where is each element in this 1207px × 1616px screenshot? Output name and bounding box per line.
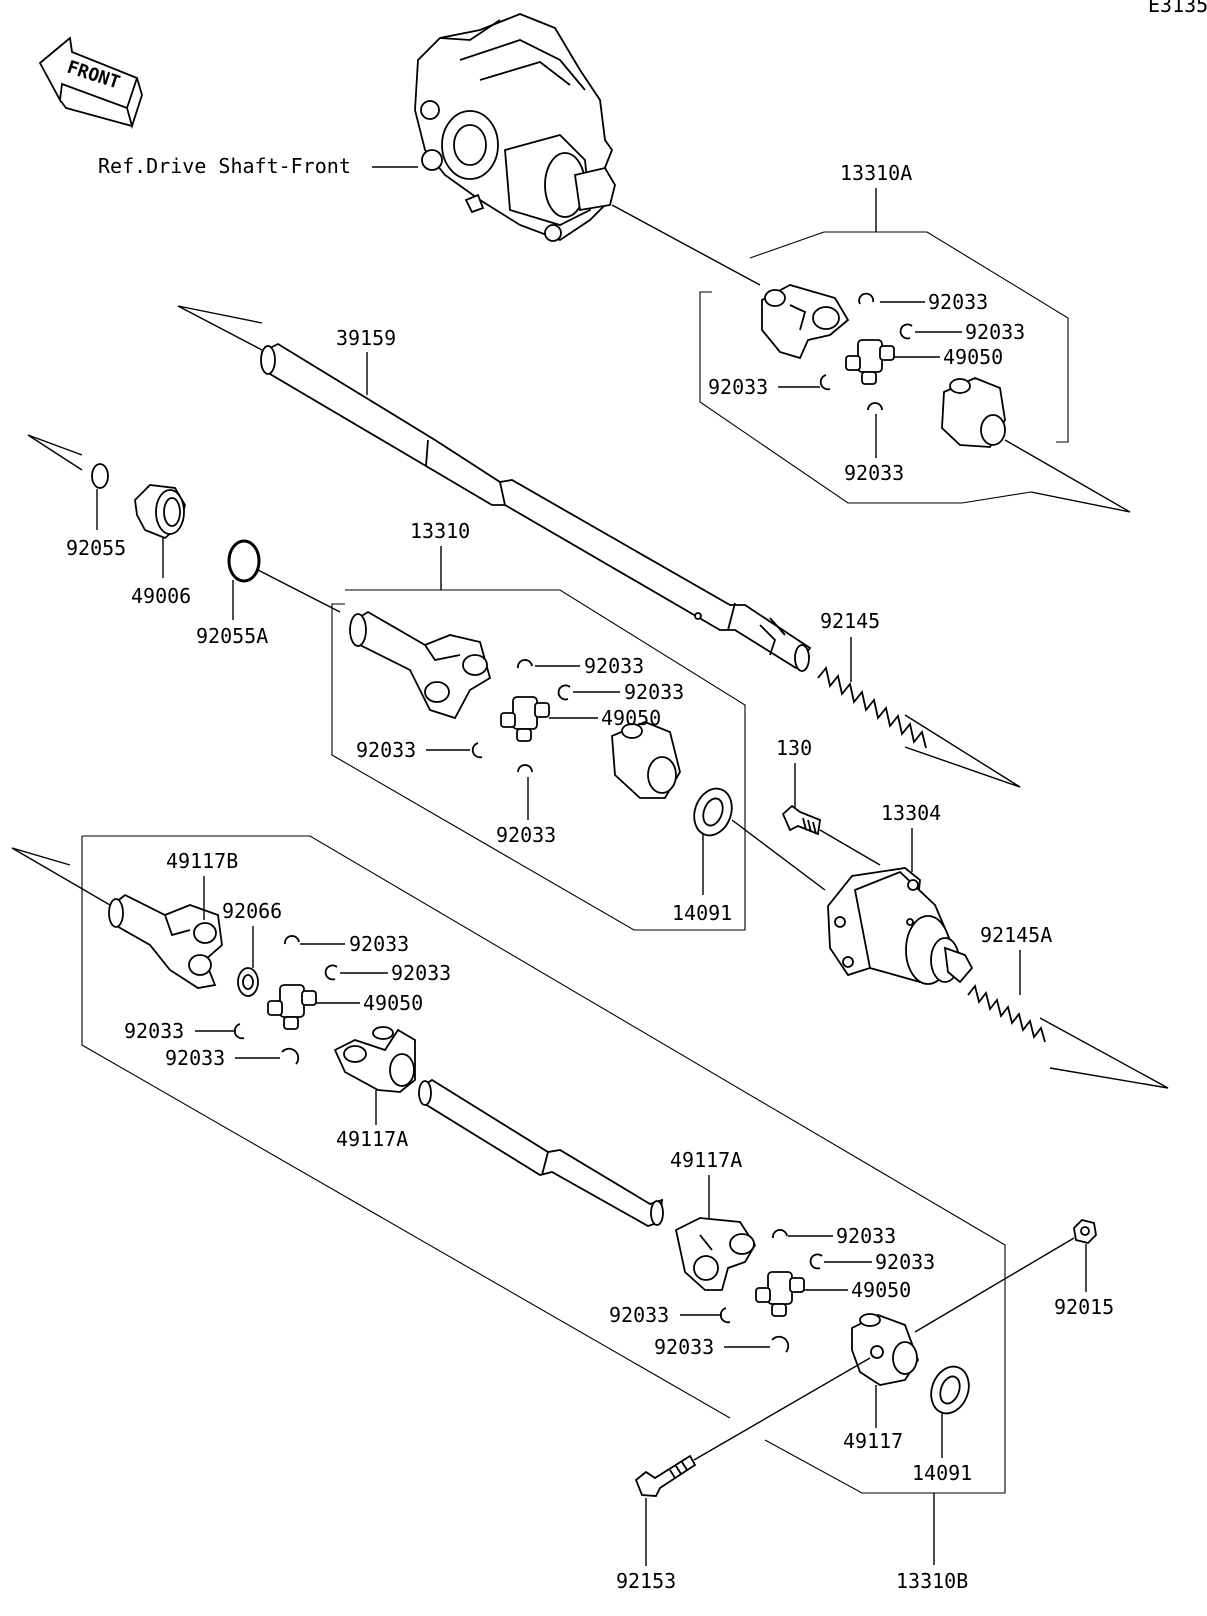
ref-drive-shaft-front-label: Ref.Drive Shaft-Front: [98, 154, 351, 178]
yoke-49117: [851, 1313, 920, 1386]
part-39159-label: 39159: [336, 326, 396, 350]
yoke-13310A-rear: [941, 377, 1006, 448]
part-14091-label: 14091: [672, 901, 732, 925]
cross-joint-13310B-2: [755, 1271, 805, 1317]
part-49006-label: 49006: [131, 584, 191, 608]
part-49117B-label: 49117B: [166, 849, 238, 873]
o-ring-92055: [91, 463, 109, 489]
part-92033-label: 92033: [654, 1335, 714, 1359]
bolt-130: [781, 804, 821, 836]
part-92033-label: 92033: [356, 738, 416, 762]
part-92033-label: 92033: [584, 654, 644, 678]
group-13310A-label: 13310A: [840, 161, 912, 185]
seal-49006: [134, 484, 186, 540]
spring-92145A: [967, 983, 1046, 1043]
part-92033-label: 92033: [124, 1019, 184, 1043]
part-92033-label: 92033: [836, 1224, 896, 1248]
part-92145A-label: 92145A: [980, 923, 1052, 947]
part-92033-label: 92033: [965, 320, 1025, 344]
part-92153-label: 92153: [616, 1569, 676, 1593]
part-13304-label: 13304: [881, 801, 941, 825]
spring-92145: [817, 665, 927, 749]
part-92033-label: 92033: [609, 1303, 669, 1327]
part-92145-label: 92145: [820, 609, 880, 633]
diagram-code: E3135: [1148, 0, 1207, 17]
part-92015-label: 92015: [1054, 1295, 1114, 1319]
shaft-39159: [260, 342, 812, 672]
bolt-92153: [634, 1454, 697, 1497]
part-49117A-label: 49117A: [670, 1148, 742, 1172]
yoke-49117A-right: [674, 1217, 757, 1291]
part-92055A-label: 92055A: [196, 624, 268, 648]
washer-14091-upper: [693, 787, 733, 837]
o-ring-92055A: [227, 539, 261, 583]
part-49050-label: 49050: [363, 991, 423, 1015]
washer-92066: [237, 967, 259, 997]
part-92033-label: 92033: [496, 823, 556, 847]
cross-joint-13310B-1: [267, 984, 317, 1030]
group-13310-label: 13310: [410, 519, 470, 543]
part-49117A-label: 49117A: [336, 1127, 408, 1151]
part-92033-label: 92033: [349, 932, 409, 956]
part-49050-label: 49050: [851, 1278, 911, 1302]
part-92066-label: 92066: [222, 899, 282, 923]
part-92033-label: 92033: [928, 290, 988, 314]
yoke-tube-13310: [349, 610, 492, 720]
group-13310B-label: 13310B: [896, 1569, 968, 1593]
part-49117-label: 49117: [843, 1429, 903, 1453]
shaft-13310B: [418, 1078, 664, 1227]
part-92033-label: 92033: [165, 1046, 225, 1070]
part-92033-label: 92033: [708, 375, 768, 399]
yoke-13310-rear: [611, 721, 681, 799]
cross-joint-13310: [500, 696, 550, 742]
part-49050-label: 49050: [601, 706, 661, 730]
part-92033-label: 92033: [844, 461, 904, 485]
yoke-49117A-left: [333, 1026, 416, 1093]
yoke-tube-49117B: [108, 893, 223, 989]
part-92033-label: 92033: [624, 680, 684, 704]
washer-14091-lower: [930, 1365, 970, 1415]
part-14091-label: 14091: [912, 1461, 972, 1485]
part-92033-label: 92033: [391, 961, 451, 985]
part-92055-label: 92055: [66, 536, 126, 560]
part-130-label: 130: [776, 736, 812, 760]
yoke-13310A-front: [761, 284, 850, 360]
part-49050-label: 49050: [943, 345, 1003, 369]
front-arrow-icon: FRONT: [38, 36, 143, 130]
bearing-housing-13304: [827, 867, 974, 985]
part-92033-label: 92033: [875, 1250, 935, 1274]
cross-joint-13310A: [845, 339, 895, 385]
nut-92015: [1073, 1219, 1097, 1244]
gear-case-housing: [414, 13, 616, 242]
